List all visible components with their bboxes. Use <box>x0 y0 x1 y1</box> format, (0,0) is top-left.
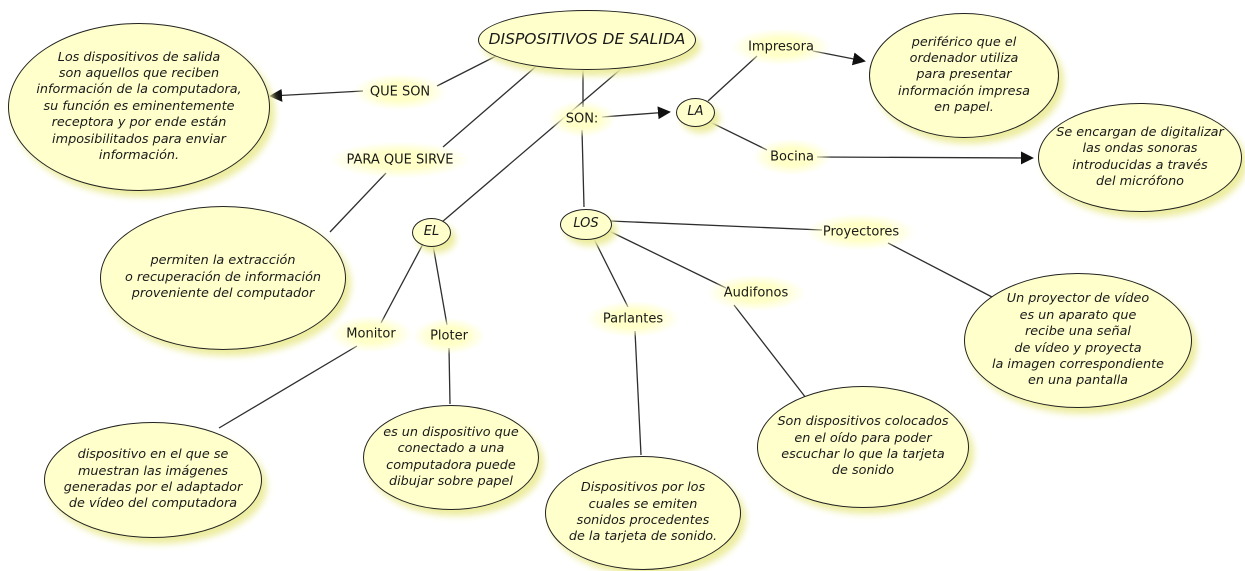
concept-definition-impresora[interactable]: periférico que el ordenador utiliza para… <box>869 13 1059 138</box>
link-label-son[interactable]: SON: <box>547 100 617 138</box>
concept-definition-uses[interactable]: permiten la extracción o recuperación de… <box>100 206 346 350</box>
link-label-parlantes[interactable]: Parlantes <box>584 300 682 338</box>
concept-definition-parlantes[interactable]: Dispositivos por los cuales se emiten so… <box>545 456 741 570</box>
concept-definition-ploter[interactable]: es un dispositivo que conectado a una co… <box>363 405 539 510</box>
link-label-audifonos[interactable]: Audifonos <box>705 274 807 312</box>
concept-definition-bocina[interactable]: Se encargan de digitalizar las ondas son… <box>1038 103 1242 212</box>
link-label-bocina[interactable]: Bocina <box>752 138 832 176</box>
connector-el-monitor <box>380 243 424 324</box>
concept-el[interactable]: EL <box>412 218 451 247</box>
concept-definition-general[interactable]: Los dispositivos de salida son aquellos … <box>8 23 270 191</box>
connector-ploter-defploter <box>448 347 451 405</box>
connector-los-parlantes <box>592 236 629 308</box>
connector-son-los <box>581 129 585 208</box>
link-label-proyectores[interactable]: Proyectores <box>804 213 918 251</box>
connector-parlantes-defparlantes <box>634 330 642 456</box>
concept-definition-monitor[interactable]: dispositivo en el que se muestran las im… <box>44 422 262 538</box>
link-label-que-son[interactable]: QUE SON <box>351 73 449 111</box>
connector-paraquesirve-defuses <box>329 172 387 233</box>
link-label-ploter[interactable]: Ploter <box>412 317 486 355</box>
link-label-impresora[interactable]: Impresora <box>730 28 832 66</box>
connector-el-ploter <box>432 244 448 326</box>
connector-queson-defgeneral <box>269 88 364 102</box>
root-concept-dispositivos-de-salida[interactable]: DISPOSITIVOS DE SALIDA <box>478 10 696 70</box>
connector-proyectores-defproyectores <box>887 242 993 298</box>
connector-audifonos-defaudifonos <box>733 304 807 399</box>
link-label-para-que-sirve[interactable]: PARA QUE SIRVE <box>328 141 472 179</box>
connector-root-el <box>441 62 629 223</box>
concept-los[interactable]: LOS <box>560 209 612 240</box>
link-label-monitor[interactable]: Monitor <box>328 315 414 353</box>
concept-definition-audifonos[interactable]: Son dispositivos colocados en el oído pa… <box>757 386 969 508</box>
connector-los-proyectores <box>609 220 823 231</box>
connector-monitor-defmonitor <box>218 345 358 429</box>
connector-bocina-defbocina <box>816 151 1034 165</box>
concept-la[interactable]: LA <box>676 98 715 127</box>
concept-definition-proyectores[interactable]: Un proyector de vídeo es un aparato que … <box>964 273 1192 408</box>
connector-root-paraquesirve <box>442 62 541 148</box>
